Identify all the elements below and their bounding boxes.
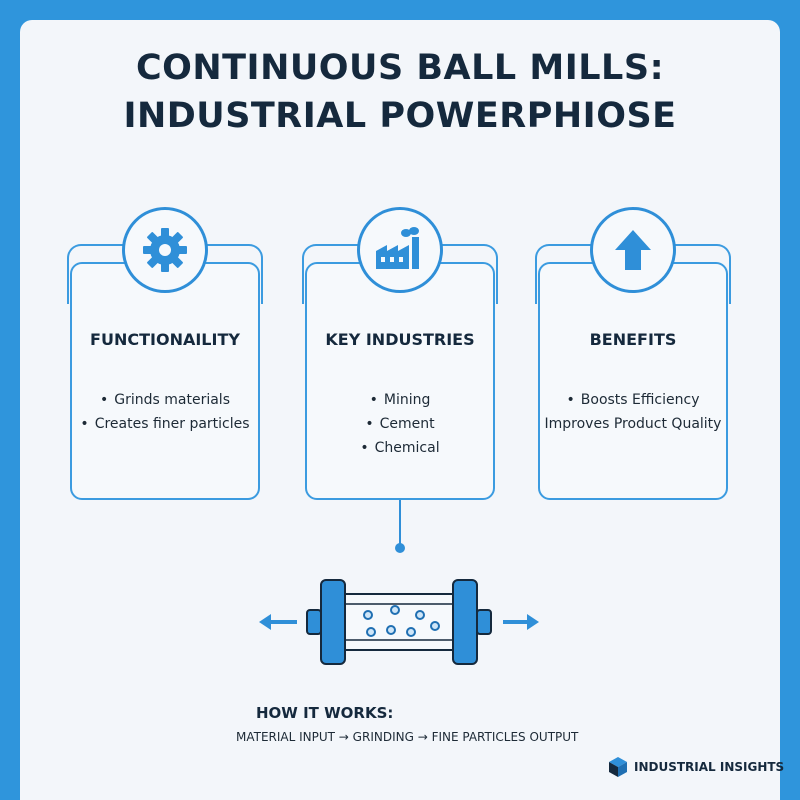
- card-list: •Boosts Efficiency Improves Product Qual…: [540, 388, 726, 436]
- gear-icon: [122, 207, 208, 293]
- how-it-works-flow: MATERIAL INPUT → GRINDING → FINE PARTICL…: [236, 730, 579, 744]
- factory-icon: [357, 207, 443, 293]
- title-line-2: INDUSTRIAL POWERPHIOSE: [123, 96, 677, 136]
- title-line-1: CONTINUOUS BALL MILLS:: [135, 48, 665, 88]
- list-item: •Mining: [369, 392, 431, 408]
- card-list: •Grinds materials •Creates finer particl…: [72, 388, 258, 436]
- arrow-up-icon: [590, 207, 676, 293]
- card-functionality: FUNCTIONAILITY •Grinds materials •Create…: [70, 262, 260, 500]
- list-item: •Creates finer particles: [80, 416, 250, 432]
- list-item: •Grinds materials: [100, 392, 230, 408]
- list-item: Improves Product Quality: [540, 412, 726, 436]
- input-arrow-icon: [259, 614, 297, 630]
- output-arrow-icon: [503, 614, 539, 630]
- list-item-text: Mining: [383, 392, 431, 408]
- cube-logo-icon: [609, 757, 627, 777]
- list-item-text: Chemical: [374, 440, 440, 456]
- list-item: •Cement: [365, 416, 435, 432]
- list-item: •Boosts Efficiency: [566, 392, 700, 408]
- ball-mill-diagram: [259, 579, 539, 665]
- card-title: KEY INDUSTRIES: [325, 330, 475, 349]
- list-item-text: Grinds materials: [114, 392, 230, 408]
- list-item: •Chemical: [360, 440, 440, 456]
- card-key-industries: KEY INDUSTRIES •Mining •Cement •Chemical: [305, 262, 495, 500]
- brand: INDUSTRIAL INSIGHTS: [608, 756, 784, 778]
- how-it-works-title: HOW IT WORKS:: [256, 704, 394, 722]
- connector-line: [395, 500, 405, 553]
- card-benefits: BENEFITS •Boosts Efficiency Improves Pro…: [538, 262, 728, 500]
- page-title: CONTINUOUS BALL MILLS: INDUSTRIAL POWERP…: [0, 44, 800, 140]
- list-item-text: Boosts Efficiency: [580, 392, 700, 408]
- card-list: •Mining •Cement •Chemical: [307, 388, 493, 460]
- list-item-text: Creates finer particles: [94, 416, 250, 432]
- brand-name: INDUSTRIAL INSIGHTS: [634, 760, 785, 774]
- list-item-text: Cement: [379, 416, 435, 432]
- card-title: FUNCTIONAILITY: [90, 330, 240, 349]
- card-title: BENEFITS: [589, 330, 677, 349]
- list-item-text: Improves Product Quality: [544, 416, 722, 432]
